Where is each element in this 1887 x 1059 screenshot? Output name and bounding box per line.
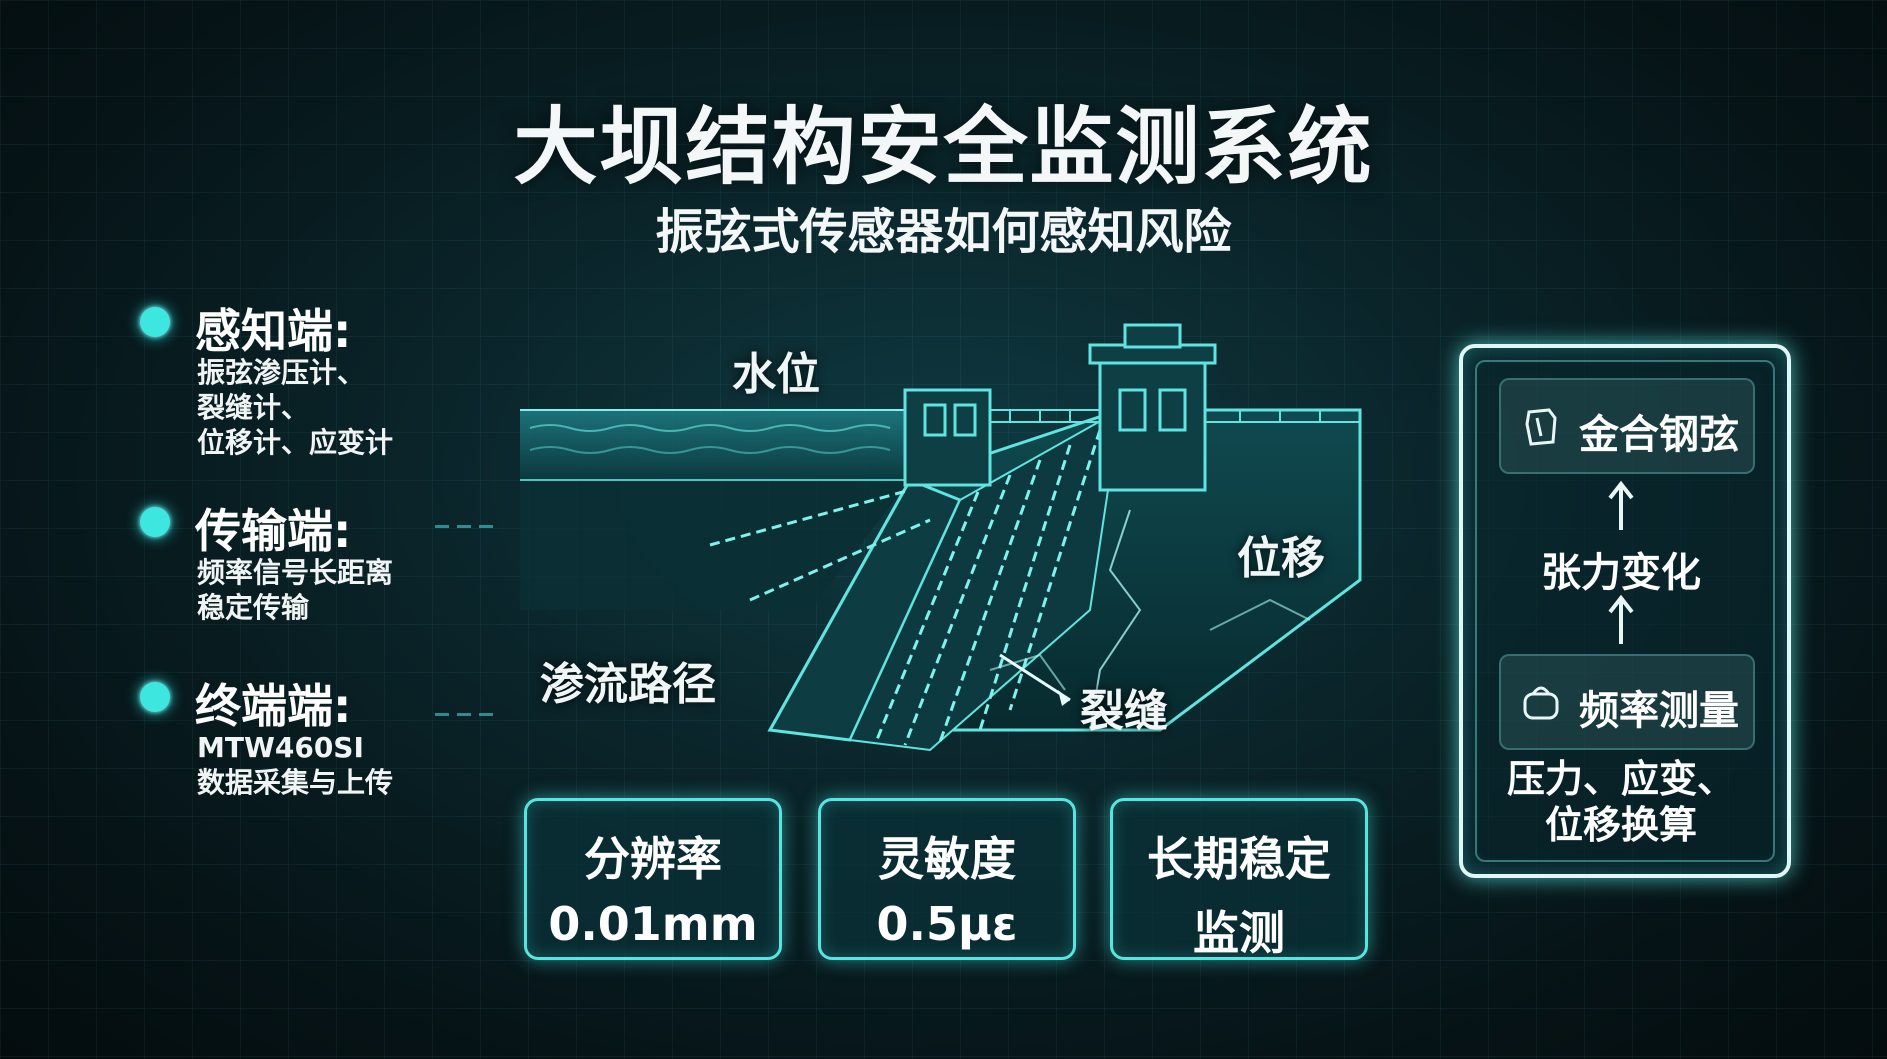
panel-inner-frame xyxy=(1475,360,1775,862)
spillway-chute xyxy=(848,408,1122,752)
displacement-label: 位移 xyxy=(1237,533,1325,584)
connector-dash xyxy=(435,525,500,528)
bullet-dot-icon xyxy=(140,307,170,337)
bullet-dot-icon xyxy=(140,507,170,537)
stat-title: 分辨率 xyxy=(584,832,722,886)
dam-illustration xyxy=(520,323,1362,752)
steel-wire-label: 金合钢弦 xyxy=(1579,412,1739,458)
crack-pointer-arrow xyxy=(999,653,1071,702)
water-body xyxy=(520,409,920,480)
steel-wire-icon xyxy=(1525,408,1557,446)
stat-title: 灵敏度 xyxy=(878,832,1016,886)
water-level-label: 水位 xyxy=(732,349,820,400)
conversion-line-1: 压力、应变、 xyxy=(1506,757,1735,801)
seepage-lines xyxy=(709,429,1102,746)
stat-card-sensitivity: 灵敏度 0.5με xyxy=(818,798,1076,960)
crack-label: 裂缝 xyxy=(1080,686,1168,737)
bullet-dot-icon xyxy=(140,682,170,712)
stat-card-stability: 长期稳定 监测 xyxy=(1110,798,1368,960)
stat-title: 长期稳定 xyxy=(1147,832,1331,886)
stat-card-resolution: 分辨率 0.01mm xyxy=(524,798,782,960)
arrow-up-icon xyxy=(1608,594,1634,644)
sidebar-heading: 感知端: xyxy=(195,304,352,358)
sidebar-body: MTW460SI 数据采集与上传 xyxy=(197,731,394,799)
sidebar-heading: 终端端: xyxy=(195,679,352,733)
conversion-line-2: 位移换算 xyxy=(1544,803,1697,847)
dam-gate-house xyxy=(903,323,1217,492)
sidebar-body: 振弦渗压计、 裂缝计、 位移计、应变计 xyxy=(197,356,394,459)
stat-value: 0.5με xyxy=(876,897,1018,951)
frequency-icon xyxy=(1523,686,1559,720)
seepage-path-label: 渗流路径 xyxy=(540,659,716,710)
stat-value: 0.01mm xyxy=(548,897,758,951)
steel-wire-box: 金合钢弦 xyxy=(1499,378,1755,474)
principle-panel: 金合钢弦 张力变化 频率测量 压力、应变、 位移换算 xyxy=(1459,344,1791,878)
arrow-up-icon xyxy=(1608,480,1634,530)
page-subtitle: 振弦式传感器如何感知风险 xyxy=(655,204,1232,260)
page-title: 大坝结构安全监测系统 xyxy=(513,98,1374,196)
tension-change-label: 张力变化 xyxy=(1541,550,1701,596)
sidebar-heading: 传输端: xyxy=(195,504,352,558)
frequency-box: 频率测量 xyxy=(1499,654,1755,750)
frequency-label: 频率测量 xyxy=(1579,688,1739,734)
crack-line xyxy=(1089,509,1142,731)
connector-dash xyxy=(435,713,500,716)
dam-railing xyxy=(990,409,1360,423)
sidebar-body: 频率信号长距离 稳定传输 xyxy=(197,556,394,624)
stat-value: 监测 xyxy=(1193,906,1285,960)
